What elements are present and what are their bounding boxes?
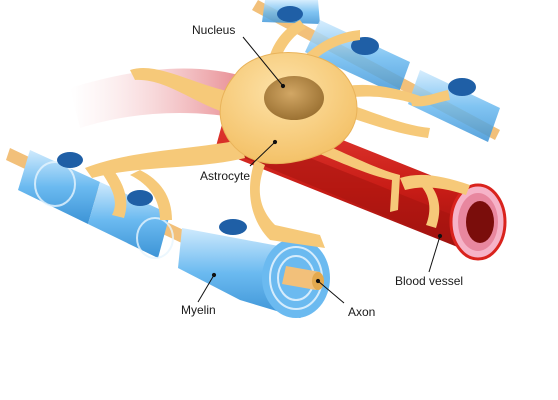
blood-vessel-far-segment [70,68,250,128]
label-blood-vessel: Blood vessel [395,274,463,288]
leader-lines [197,36,443,304]
label-astrocyte: Astrocyte [200,169,250,183]
schwann-nucleus-icon [57,152,83,168]
nucleus-icon [264,76,324,120]
label-myelin: Myelin [181,303,216,317]
schwann-nucleus-icon [277,6,303,22]
blood-vessel-lumen [466,201,494,243]
schwann-nucleus-icon [219,219,247,235]
myelin-upper-chain [262,0,500,142]
schwann-nucleus-icon [448,78,476,96]
astrocyte-cell [85,20,470,248]
schwann-nucleus-icon [127,190,153,206]
schwann-nucleus-icon [351,37,379,55]
label-nucleus: Nucleus [192,23,235,37]
label-axon: Axon [348,305,375,319]
